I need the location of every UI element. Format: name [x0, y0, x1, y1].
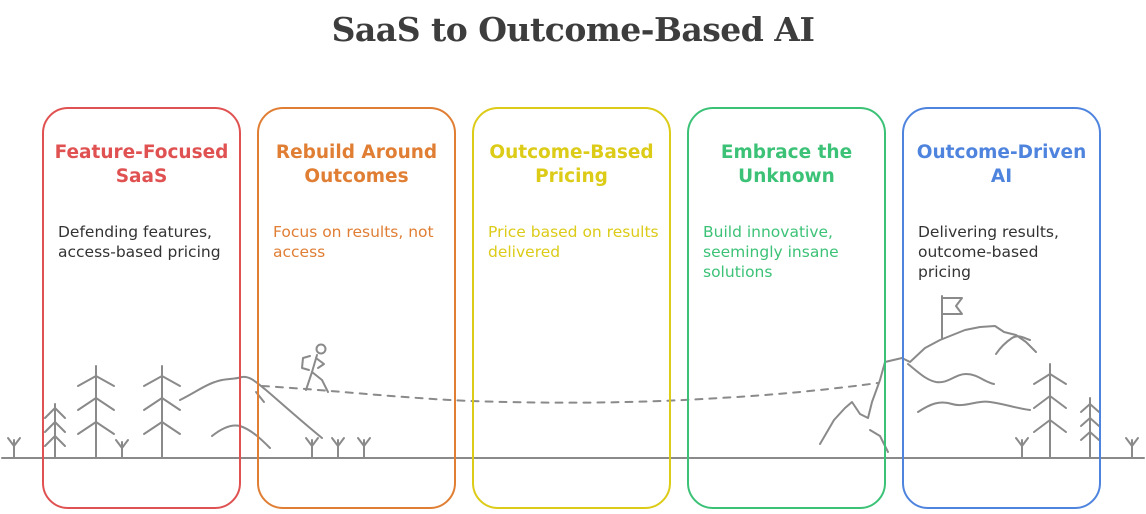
grass-icon — [7, 437, 1139, 459]
stage-description: Delivering results, outcome-based pricin… — [918, 223, 1059, 281]
flag-icon — [941, 295, 963, 339]
stage-title: Outcome-Based Pricing — [489, 142, 654, 187]
stage-description: Build innovative, seemingly insane solut… — [703, 223, 839, 281]
stage-title: Rebuild Around Outcomes — [275, 142, 438, 187]
pine-tree-icon — [77, 365, 115, 459]
stage-card-rebuild-around-outcomes: Rebuild Around Outcomes Focus on results… — [257, 107, 456, 509]
stage-title: Embrace the Unknown — [720, 142, 853, 187]
pine-tree-icon — [1033, 363, 1067, 459]
stage-card-outcome-based-pricing: Outcome-Based Pricing Price based on res… — [472, 107, 671, 509]
pine-tree-icon — [44, 403, 66, 459]
pine-tree-icon — [1080, 397, 1100, 459]
stage-description: Defending features, access-based pricing — [58, 223, 221, 261]
hiker-icon — [301, 343, 329, 393]
page-title: SaaS to Outcome-Based AI — [331, 10, 815, 49]
stage-card-outcome-driven-ai: Outcome-Driven AI Delivering results, ou… — [902, 107, 1101, 509]
stage-title: Feature-Focused SaaS — [54, 142, 229, 187]
stage-card-feature-focused-saas: Feature-Focused SaaS Defending features,… — [42, 107, 241, 509]
dashed-path-icon — [261, 382, 879, 404]
pine-tree-icon — [143, 365, 181, 459]
stage-title: Outcome-Driven AI — [916, 142, 1087, 187]
stage-card-embrace-the-unknown: Embrace the Unknown Build innovative, se… — [687, 107, 886, 509]
stage-description: Price based on results delivered — [488, 223, 659, 261]
stage-description: Focus on results, not access — [273, 223, 434, 261]
